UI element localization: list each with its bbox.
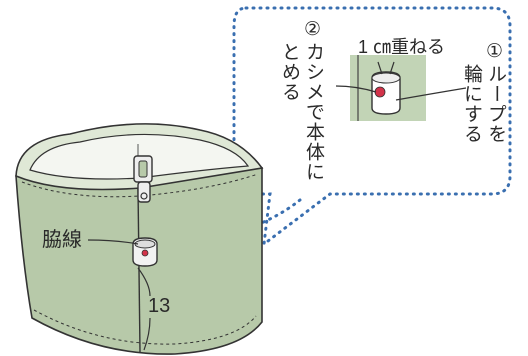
bag-illustration: [15, 123, 264, 355]
callout-bubble: [232, 6, 512, 248]
step1-text-line2: 輪にする: [461, 64, 482, 144]
detail-inset: [335, 55, 467, 121]
overlap-label: 1 ㎝重ねる: [358, 37, 446, 57]
step2-text-line2: とめる: [279, 42, 300, 102]
step2-text-line1: カシメで本体に: [303, 42, 324, 182]
measurement-label: 13: [148, 295, 171, 317]
step1-number: ①: [486, 41, 504, 62]
side-seam-label: 脇線: [42, 229, 82, 251]
dimension-line: [137, 267, 151, 351]
step1-text-line1: ループを: [485, 64, 506, 144]
step2-number: ②: [304, 19, 322, 40]
loop-ring: [132, 237, 158, 267]
buckle: [133, 155, 153, 203]
